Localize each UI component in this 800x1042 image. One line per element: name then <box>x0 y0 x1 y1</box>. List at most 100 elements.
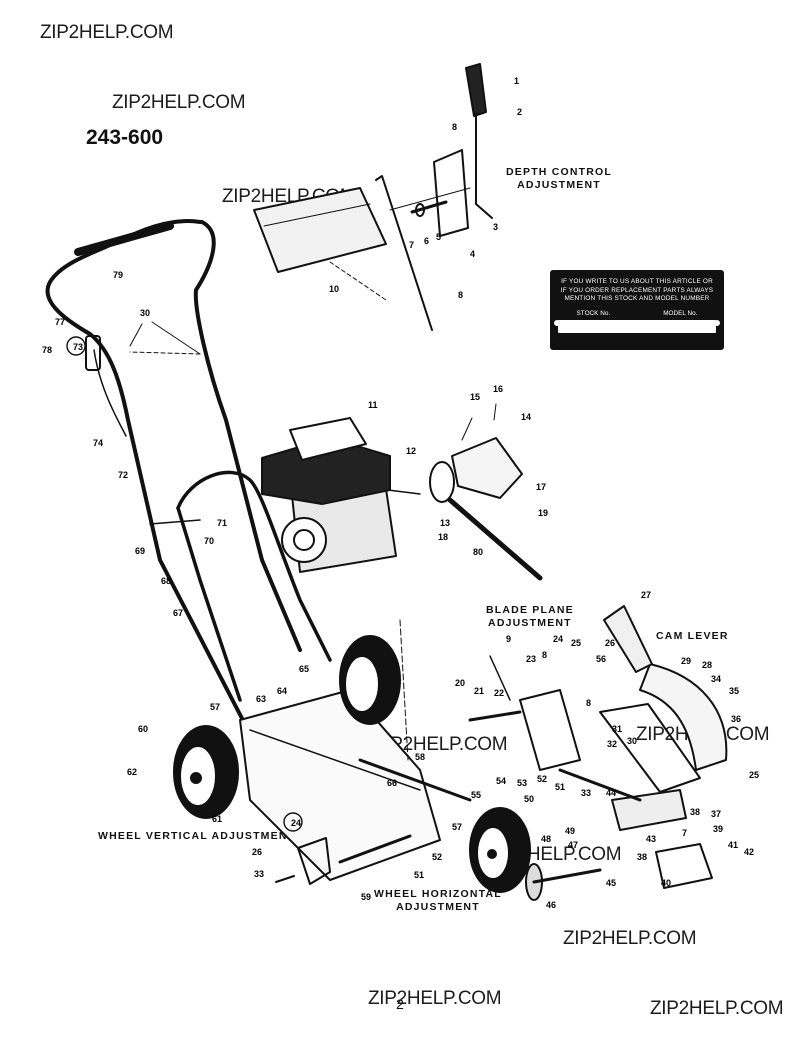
part-number-label: 47 <box>568 840 578 850</box>
adjustment-bracket <box>519 689 581 771</box>
part-number-label: 2 <box>517 107 522 117</box>
part-number-label: 8 <box>542 650 547 660</box>
identification-plate: IF YOU WRITE TO US ABOUT THIS ARTICLE OR… <box>550 270 724 350</box>
part-number-label: 66 <box>387 778 397 788</box>
part-number-label: 30 <box>627 736 637 746</box>
callout-wheel-horizontal: WHEEL HORIZONTAL ADJUSTMENT <box>374 888 502 913</box>
part-number-label: 58 <box>415 752 425 762</box>
part-number-label: 60 <box>138 724 148 734</box>
part-number-label: 33 <box>581 788 591 798</box>
part-number-label: 43 <box>646 834 656 844</box>
part-number-label: 39 <box>713 824 723 834</box>
callout-depth-control: DEPTH CONTROL ADJUSTMENT <box>506 166 613 191</box>
part-number-label: 70 <box>204 536 214 546</box>
part-number-label: 8 <box>586 698 591 708</box>
belt-guard <box>253 187 387 273</box>
part-number-label: 3 <box>493 222 498 232</box>
part-number-label: 21 <box>474 686 484 696</box>
part-number-label: 45 <box>606 878 616 888</box>
part-number-label: 29 <box>681 656 691 666</box>
part-number-label: 74 <box>93 438 103 448</box>
part-number-label: 52 <box>432 852 442 862</box>
depth-plate <box>433 149 469 237</box>
part-number-label: 54 <box>496 776 506 786</box>
watermark: ZIP2HELP.COM <box>40 22 174 43</box>
part-number-label: 77 <box>55 317 65 327</box>
part-number-label: 33 <box>254 869 264 879</box>
cam-lever-arm <box>603 605 653 673</box>
part-number-label: 79 <box>113 270 123 280</box>
part-number-label: 8 <box>458 290 463 300</box>
depth-rod <box>375 175 433 331</box>
part-number-label: 63 <box>256 694 266 704</box>
part-number-label: 4 <box>470 249 475 259</box>
part-number-label: 16 <box>493 384 503 394</box>
part-number-label: 34 <box>711 674 721 684</box>
part-number-label: 25 <box>749 770 759 780</box>
part-number-label: 32 <box>607 739 617 749</box>
part-number-label: 35 <box>729 686 739 696</box>
part-number-label: 11 <box>368 400 378 410</box>
part-number-label: 7 <box>409 240 414 250</box>
part-number-label: 24 <box>291 818 301 828</box>
part-number-label: 64 <box>277 686 287 696</box>
depth-lever-arm <box>475 113 493 219</box>
part-number-label: 10 <box>329 284 339 294</box>
page-number: 2 <box>396 996 404 1012</box>
part-number-label: 15 <box>470 392 480 402</box>
part-number-label: 40 <box>661 878 671 888</box>
part-number-label: 12 <box>406 446 416 456</box>
lower-handle <box>176 470 332 662</box>
part-number-label: 72 <box>118 470 128 480</box>
part-number-label: 7 <box>682 828 687 838</box>
part-number-label: 49 <box>565 826 575 836</box>
watermark: ZIP2HELP.COM <box>112 92 246 113</box>
rear-wheel-right <box>339 635 401 725</box>
part-number-label: 42 <box>744 847 754 857</box>
part-number-label: 61 <box>212 814 222 824</box>
part-number-label: 55 <box>471 790 481 800</box>
callout-blade-plane: BLADE PLANE ADJUSTMENT <box>486 604 574 629</box>
part-number-label: 59 <box>361 892 371 902</box>
part-number-label: 50 <box>524 794 534 804</box>
part-number-label: 41 <box>728 840 738 850</box>
part-number-label: 18 <box>438 532 448 542</box>
part-number-label: 19 <box>538 508 548 518</box>
part-number-label: 23 <box>526 654 536 664</box>
part-number-label: 25 <box>571 638 581 648</box>
plate-text: IF YOU WRITE TO US ABOUT THIS ARTICLE OR… <box>560 278 714 302</box>
part-number-label: 22 <box>494 688 504 698</box>
part-number-label: 1 <box>514 76 519 86</box>
watermark: ZIP2HELP.COM <box>563 928 697 949</box>
part-number-label: 68 <box>161 576 171 586</box>
part-number-label: 71 <box>217 518 227 528</box>
drive-belt <box>447 497 543 581</box>
part-number-label: 5 <box>436 232 441 242</box>
blade-spindle <box>611 789 687 831</box>
part-number-label: 57 <box>210 702 220 712</box>
part-number-label: 8 <box>452 122 457 132</box>
part-number-label: 73 <box>73 342 83 352</box>
part-number-label: 52 <box>537 774 547 784</box>
part-number-label: 27 <box>641 590 651 600</box>
plate-rivet <box>714 320 720 326</box>
part-number-label: 17 <box>536 482 546 492</box>
part-number-label: 38 <box>637 852 647 862</box>
part-number-label: 13 <box>440 518 450 528</box>
part-number-label: 65 <box>299 664 309 674</box>
part-number-label: 36 <box>731 714 741 724</box>
part-number-label: 9 <box>506 634 511 644</box>
part-number-label: 26 <box>605 638 615 648</box>
throttle-cable <box>93 349 127 437</box>
part-number-label: 62 <box>127 767 137 777</box>
watermark: ZIP2HELP.COM <box>650 998 784 1019</box>
part-number-label: 30 <box>140 308 150 318</box>
part-number-label: 46 <box>546 900 556 910</box>
depth-handle-grip <box>465 63 487 117</box>
model-number: 243-600 <box>86 126 164 149</box>
part-number-label: 31 <box>612 724 622 734</box>
part-number-label: 80 <box>473 547 483 557</box>
plate-model-label: MODEL No. <box>663 309 698 317</box>
blade-mount <box>655 843 713 889</box>
part-number-label: 28 <box>702 660 712 670</box>
